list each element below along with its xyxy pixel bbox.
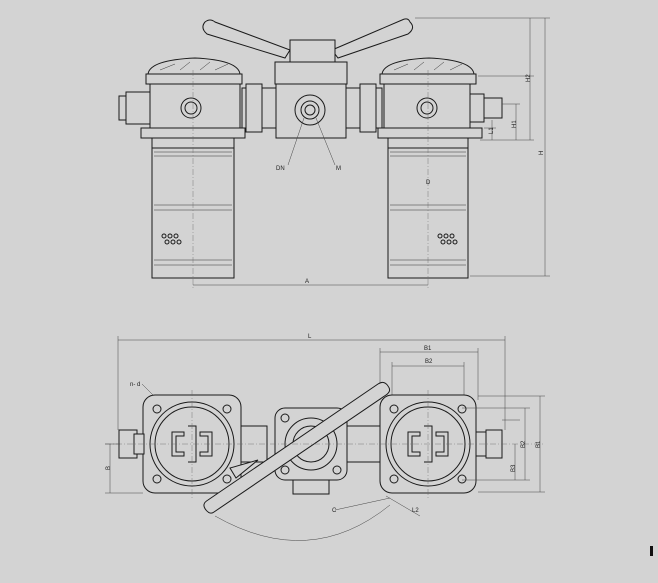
- dim-label-nd: n- d: [130, 382, 140, 388]
- dim-label-H2: H2: [526, 74, 532, 82]
- dim-label-L: L: [308, 334, 312, 340]
- dim-label-C: C: [332, 508, 337, 514]
- dim-label-M: M: [336, 166, 341, 172]
- dim-label-B1-right: B1: [536, 440, 542, 448]
- dim-label-H1: H1: [512, 120, 518, 128]
- right-filter-front: [377, 57, 503, 279]
- dim-label-B1: B1: [424, 346, 432, 352]
- dim-label-B2: B2: [425, 359, 433, 365]
- dim-label-A: A: [305, 279, 309, 285]
- front-view: A DN M D H H2 H1 L1: [118, 17, 550, 290]
- dim-label-L1: L1: [489, 127, 495, 134]
- dim-label-B2-right: B2: [521, 440, 527, 448]
- dim-label-H: H: [539, 151, 545, 155]
- front-handle: [202, 18, 414, 85]
- top-handle: [203, 381, 391, 514]
- corner-mark: [650, 546, 653, 556]
- dim-label-D: D: [426, 180, 431, 186]
- left-filter-front: [118, 57, 246, 279]
- right-nut: [359, 83, 377, 133]
- center-valve-body: [275, 83, 347, 166]
- top-view: L B1 B2 n- d: [105, 334, 545, 541]
- dim-label-B3: B3: [511, 464, 517, 472]
- left-nut: [245, 83, 263, 133]
- dim-label-B: B: [106, 466, 112, 470]
- dim-label-L2: L2: [412, 508, 419, 514]
- dim-label-DN: DN: [276, 166, 285, 172]
